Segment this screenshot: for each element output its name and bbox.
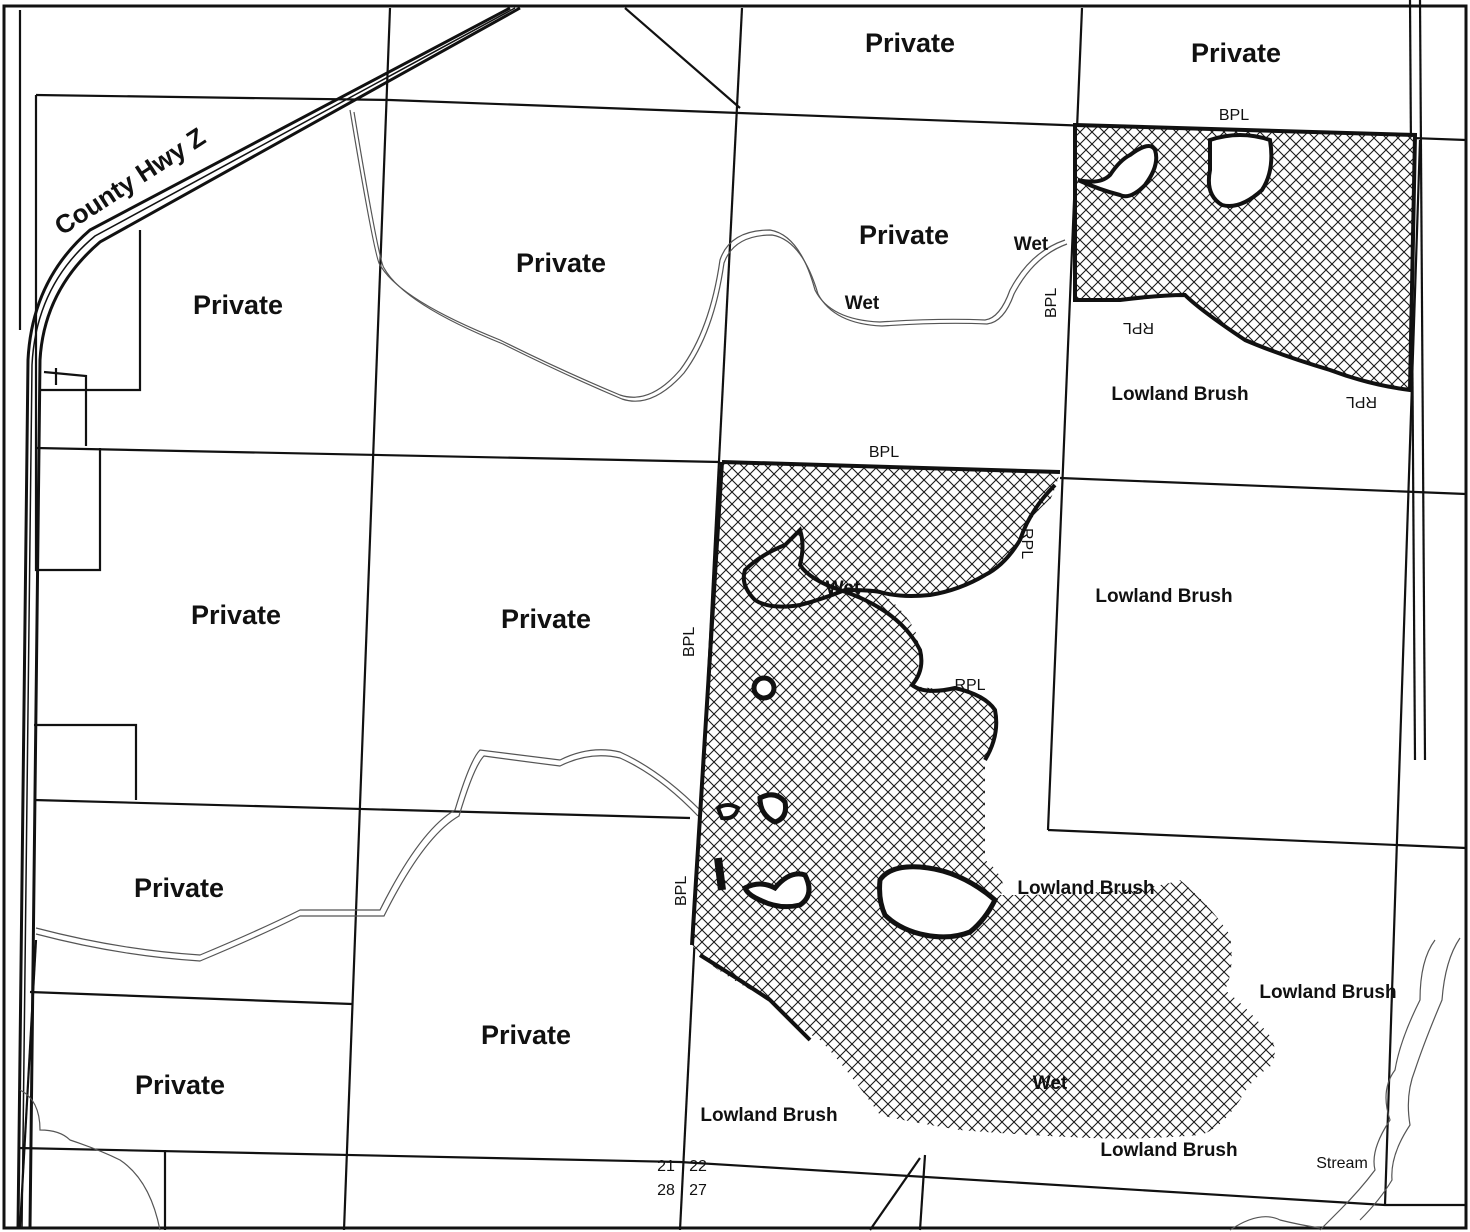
parcel-label-lowland-brush: Lowland Brush [1017,878,1154,899]
parcel-label-private: Private [501,604,591,634]
parcel-label-wet: Wet [1033,1073,1068,1094]
section-number-se: 27 [689,1182,707,1199]
parcel-label-private: Private [193,290,283,320]
parcel-label-private: Private [135,1070,225,1100]
parcel-label-private: Private [516,248,606,278]
line-code-rpl: RPL [954,677,985,694]
parcel-label-private: Private [859,220,949,250]
parcel-label-lowland-brush: Lowland Brush [700,1105,837,1126]
parcel-label-private: Private [1191,38,1281,68]
section-number-nw: 21 [657,1158,675,1175]
section-number-ne: 22 [689,1158,707,1175]
hatched-stand-ne [1073,122,1418,393]
line-code-bpl: BPL [869,444,899,461]
stream-label: Stream [1316,1155,1368,1172]
parcel-label-lowland-brush: Lowland Brush [1100,1140,1237,1161]
hatched-stand-central [690,460,1275,1139]
line-code-bpl: BPL [1219,107,1249,124]
map-frame [2,4,1468,1230]
line-code-rpl: RPL [1123,319,1154,336]
parcel-label-lowland-brush: Lowland Brush [1259,982,1396,1003]
parcel-label-wet: Wet [1014,234,1049,255]
parcel-label-private: Private [865,28,955,58]
parcel-label-private: Private [481,1020,571,1050]
highway-label: County Hwy Z [49,121,211,241]
parcel-label-private: Private [191,600,281,630]
parcel-label-lowland-brush: Lowland Brush [1111,384,1248,405]
parcel-label-lowland-brush: Lowland Brush [1095,586,1232,607]
parcel-label-private: Private [134,873,224,903]
parcel-label-wet: Wet [845,293,880,314]
parcel-label-wet: Wet [826,578,861,599]
section-number-sw: 28 [657,1182,675,1199]
line-code-rpl: RPL [1018,528,1035,559]
line-code-bpl: BPL [673,876,690,906]
line-code-bpl: BPL [681,627,698,657]
county-highway [16,6,521,1229]
line-code-rpl: RPL [1346,393,1377,410]
line-code-bpl: BPL [1043,288,1060,318]
